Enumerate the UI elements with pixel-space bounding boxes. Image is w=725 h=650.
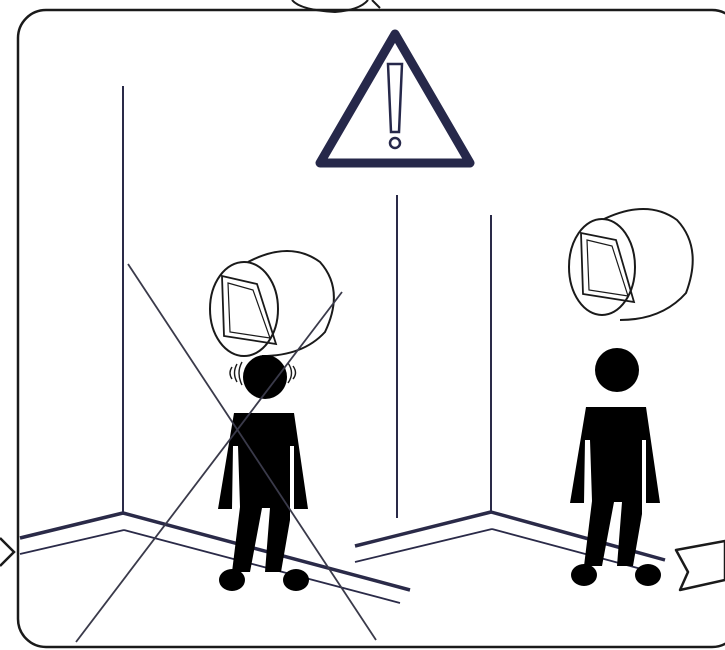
cylinder-lamp-icon bbox=[209, 250, 335, 357]
cylinder-lamp-icon bbox=[568, 208, 694, 321]
wall-edge bbox=[354, 195, 666, 575]
warning-triangle-icon bbox=[315, 29, 475, 168]
bump-marks-icon bbox=[229, 361, 297, 386]
person-figure-correct bbox=[570, 348, 661, 586]
left-arrow-pointer bbox=[0, 537, 16, 567]
top-connector-fragment bbox=[291, 0, 381, 14]
corner-walls bbox=[19, 86, 411, 604]
incorrect-scene bbox=[19, 86, 411, 643]
panel-frame bbox=[16, 8, 725, 649]
person-figure-incorrect bbox=[218, 355, 309, 591]
arrow-pointer-icon bbox=[674, 539, 725, 592]
cross-out-mark bbox=[75, 263, 377, 643]
correct-scene bbox=[354, 195, 725, 592]
